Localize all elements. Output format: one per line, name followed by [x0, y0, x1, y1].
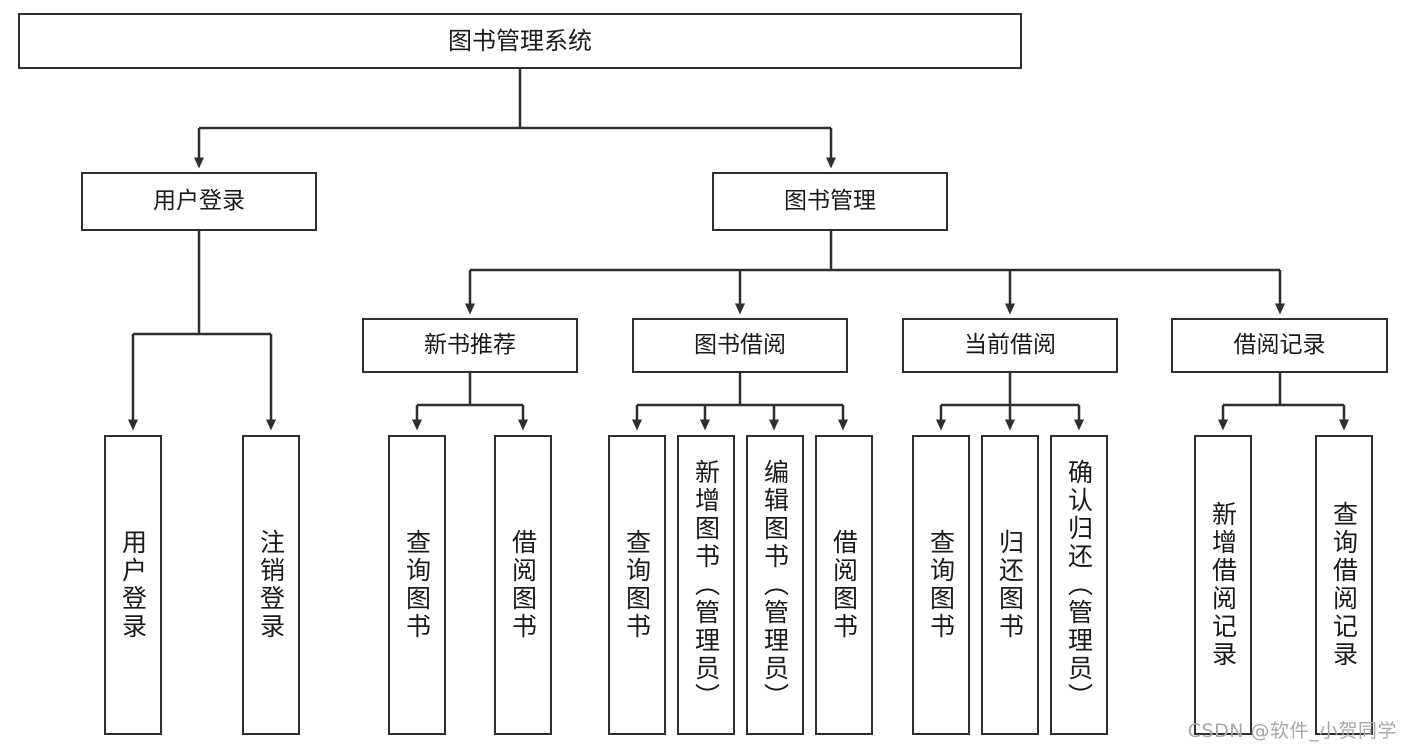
node-book-management-label: 图书管理 — [784, 187, 876, 214]
node-new-book-recommend[interactable]: 新书推荐 — [362, 318, 578, 373]
leaf-new-book-query-label: 查询图书 — [402, 529, 432, 641]
node-new-book-recommend-label: 新书推荐 — [424, 331, 516, 358]
leaf-borrow-borrow-book[interactable]: 借阅图书 — [815, 435, 873, 735]
leaf-user-login-signout-label: 注销登录 — [256, 529, 286, 641]
leaf-borrow-query-book[interactable]: 查询图书 — [608, 435, 666, 735]
node-book-management[interactable]: 图书管理 — [712, 172, 948, 231]
leaf-current-confirm-return-label: 确认归还（管理员） — [1064, 459, 1094, 711]
leaf-borrow-add-book[interactable]: 新增图书（管理员） — [677, 435, 735, 735]
leaf-current-return-book-label: 归还图书 — [995, 529, 1025, 641]
leaf-current-confirm-return[interactable]: 确认归还（管理员） — [1050, 435, 1108, 735]
leaf-record-query[interactable]: 查询借阅记录 — [1315, 435, 1373, 735]
leaf-borrow-borrow-book-label: 借阅图书 — [829, 529, 859, 641]
leaf-user-login-signin-label: 用户登录 — [118, 529, 148, 641]
leaf-record-add[interactable]: 新增借阅记录 — [1194, 435, 1252, 735]
leaf-current-query-book[interactable]: 查询图书 — [912, 435, 970, 735]
node-borrow-record[interactable]: 借阅记录 — [1171, 318, 1388, 373]
node-user-login[interactable]: 用户登录 — [81, 172, 317, 231]
leaf-current-return-book[interactable]: 归还图书 — [981, 435, 1039, 735]
leaf-borrow-query-book-label: 查询图书 — [622, 529, 652, 641]
node-user-login-label: 用户登录 — [153, 187, 245, 214]
leaf-new-book-borrow-label: 借阅图书 — [508, 529, 538, 641]
leaf-user-login-signin[interactable]: 用户登录 — [104, 435, 162, 735]
node-book-borrow[interactable]: 图书借阅 — [632, 318, 848, 373]
leaf-record-add-label: 新增借阅记录 — [1208, 501, 1238, 669]
leaf-new-book-borrow[interactable]: 借阅图书 — [494, 435, 552, 735]
node-book-borrow-label: 图书借阅 — [694, 331, 786, 358]
node-current-borrow[interactable]: 当前借阅 — [902, 318, 1118, 373]
leaf-borrow-edit-book[interactable]: 编辑图书（管理员） — [746, 435, 804, 735]
node-root-label: 图书管理系统 — [448, 26, 592, 55]
watermark-text: CSDN @软件_小贺同学 — [1187, 720, 1397, 742]
leaf-user-login-signout[interactable]: 注销登录 — [242, 435, 300, 735]
leaf-borrow-edit-book-label: 编辑图书（管理员） — [760, 459, 790, 711]
leaf-record-query-label: 查询借阅记录 — [1329, 501, 1359, 669]
leaf-new-book-query[interactable]: 查询图书 — [388, 435, 446, 735]
node-root[interactable]: 图书管理系统 — [18, 13, 1022, 69]
node-borrow-record-label: 借阅记录 — [1233, 331, 1326, 358]
leaf-borrow-add-book-label: 新增图书（管理员） — [691, 459, 721, 711]
node-current-borrow-label: 当前借阅 — [964, 331, 1056, 358]
leaf-current-query-book-label: 查询图书 — [926, 529, 956, 641]
